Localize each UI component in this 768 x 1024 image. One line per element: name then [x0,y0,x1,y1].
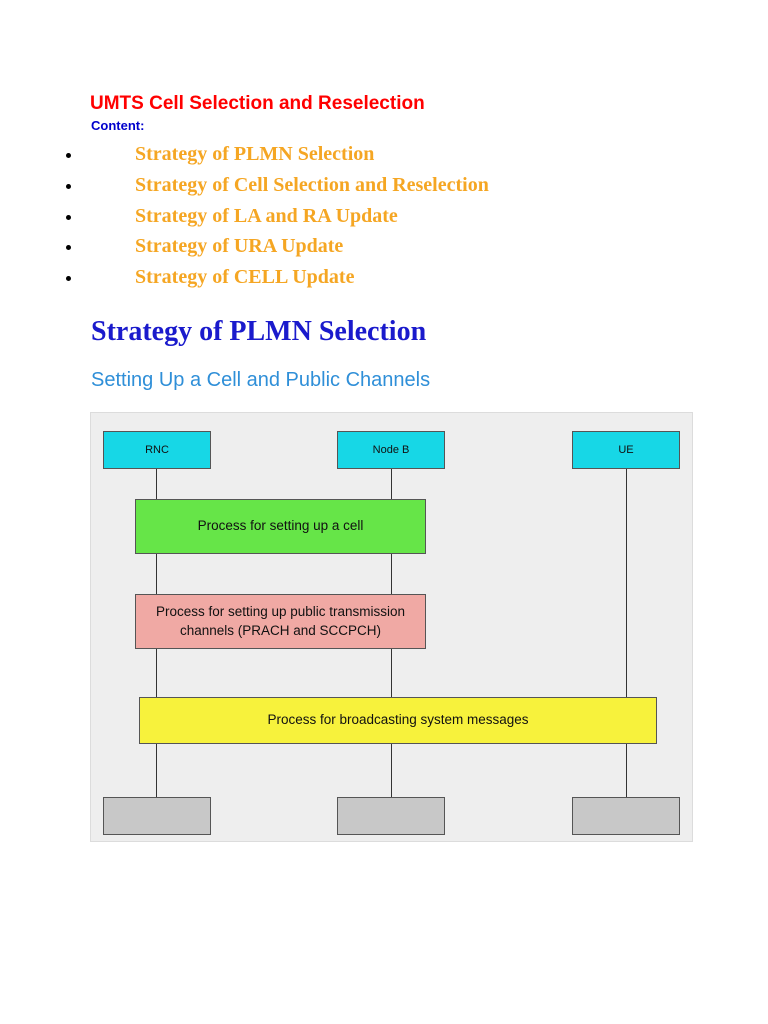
process-broadcast-messages: Process for broadcasting system messages [139,697,657,744]
node-b-end-box [337,797,445,835]
toc-item-label: Strategy of LA and RA Update [135,204,398,227]
sub-heading: Setting Up a Cell and Public Channels [91,369,431,391]
bullet-icon [66,276,71,282]
toc-item-label: Strategy of PLMN Selection [135,143,375,165]
toc-item-label: Strategy of Cell Selection and Reselecti… [135,173,489,196]
bullet-icon [66,245,71,251]
section-heading: Strategy of PLMN Selection [91,316,427,347]
process-setup-channels: Process for setting up public transmissi… [135,594,426,649]
content-label: Content: [91,118,145,133]
entity-node-b: Node B [337,431,445,469]
ue-lifeline [626,468,627,798]
rnc-end-box [103,797,211,835]
toc-item-label: Strategy of CELL Update [135,266,355,289]
document-title: UMTS Cell Selection and Reselection [90,93,425,114]
process-setup-cell: Process for setting up a cell [135,499,426,554]
entity-ue: UE [572,431,680,469]
sequence-diagram: RNC Node B UE Process for setting up a c… [90,412,693,842]
ue-end-box [572,797,680,835]
toc-item-label: Strategy of URA Update [135,235,344,258]
bullet-icon [66,183,71,189]
entity-rnc: RNC [103,431,211,469]
bullet-icon [66,153,71,158]
bullet-icon [66,214,71,220]
